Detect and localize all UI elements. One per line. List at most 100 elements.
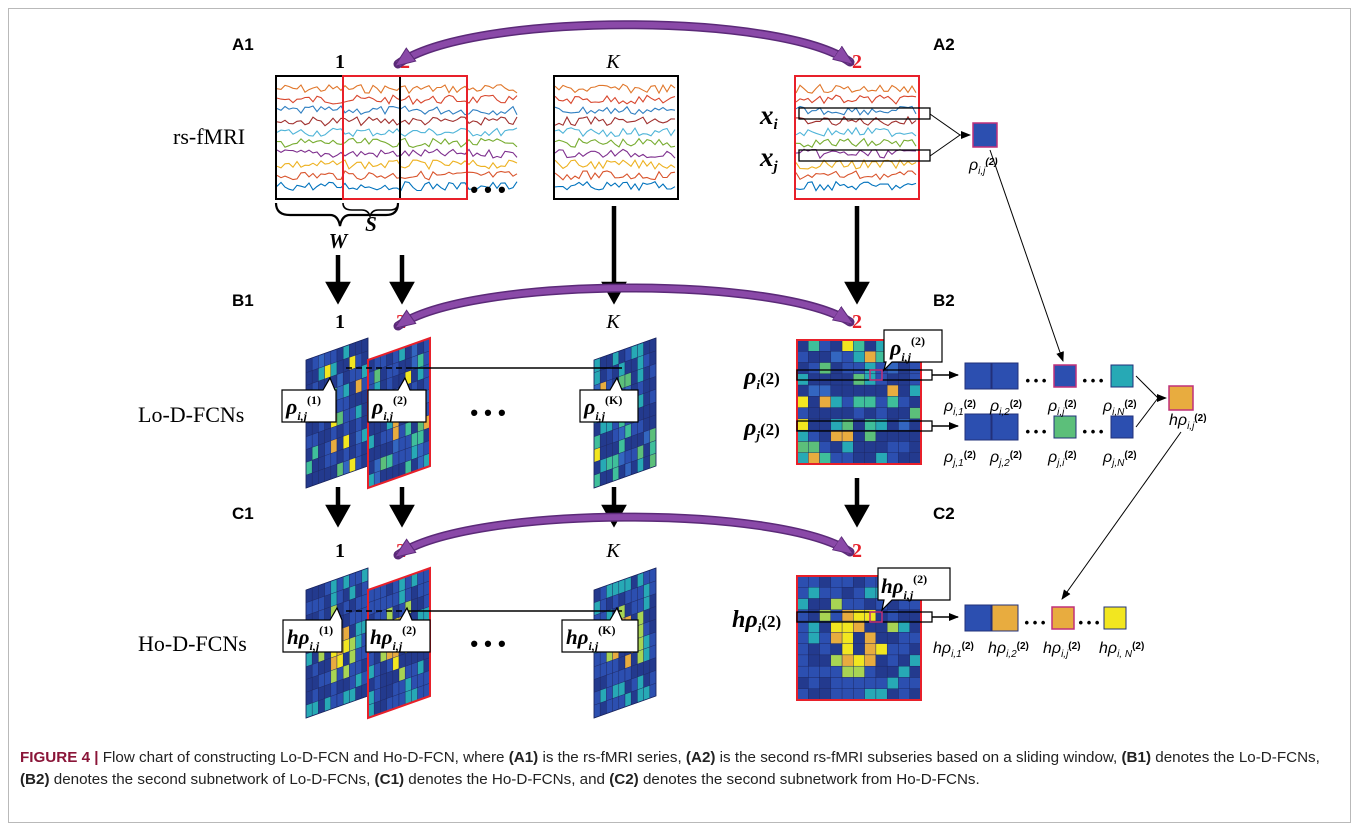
caption-text-6: denotes the Ho-D-FCNs, and — [404, 771, 610, 788]
b2-high-order-cell — [1168, 385, 1194, 411]
c2-selected-cell — [869, 611, 883, 623]
caption-ref-b1: (B1) — [1121, 749, 1152, 766]
c1-ellipsis: • • • — [470, 631, 505, 656]
svg-text:ρi,2(2): ρi,2(2) — [989, 398, 1022, 418]
b2-net-label: 2 — [852, 311, 862, 333]
svg-text:ρi,j(2): ρi,j(2) — [1047, 398, 1077, 418]
c1-net-k-label: K — [605, 540, 621, 562]
svg-text:ρi,1(2): ρi,1(2) — [943, 398, 976, 418]
row-label-rs-fmri: rs-fMRI — [173, 124, 245, 149]
c1-net-1-label: 1 — [335, 540, 345, 562]
c2-vector-labels: hρi,1(2) hρi,2(2) hρi,j(2) hρi, N(2) — [933, 640, 1144, 660]
b2-vector-j-labels: ρj,1(2) ρj,2(2) ρj,i(2) ρj,N(2) — [943, 449, 1137, 469]
brace-w — [274, 202, 400, 227]
row-label-ho-d-fcns: Ho-D-FCNs — [138, 631, 247, 656]
a2-window-label: 2 — [852, 51, 862, 73]
c1-callout-k: hρi,j(K) — [561, 606, 639, 653]
caption-ref-c2: (C2) — [609, 771, 639, 788]
b2-selected-cell — [869, 369, 883, 381]
c2-row-label: hρi(2) — [732, 607, 781, 635]
c2-callout: hρi,j(2) — [877, 567, 951, 612]
b2-merge-line-j — [1135, 397, 1159, 428]
figure-caption: FIGURE 4 | Flow chart of constructing Lo… — [20, 747, 1340, 791]
b2-vector-i-labels: ρi,1(2) ρi,2(2) ρi,j(2) ρi,N(2) — [943, 398, 1137, 418]
window-2-frame — [342, 75, 468, 200]
b1-callout-1: ρi,j(1) — [281, 376, 337, 423]
c1-callout-2: hρi,j(2) — [365, 606, 431, 653]
svg-text:hρi,j(2): hρi,j(2) — [1043, 640, 1081, 660]
figure-frame — [8, 8, 1351, 823]
caption-text-4: denotes the Lo-D-FCNs, — [1151, 749, 1320, 766]
b1-net-1-label: 1 — [335, 311, 345, 333]
panel-label-a2: A2 — [933, 35, 955, 54]
c2-vector-ellipsis-2: • • • — [1079, 615, 1100, 630]
xj-connector — [929, 134, 961, 157]
b2-merge-line-i — [1135, 375, 1159, 399]
c1-callout-1: hρi,j(1) — [282, 606, 343, 653]
rs-fmri-subseries-2 — [795, 83, 917, 192]
row-label-lo-d-fcns: Lo-D-FCNs — [138, 402, 244, 427]
b2-row-i-label: ρi(2) — [743, 364, 780, 392]
panel-label-c2: C2 — [933, 504, 955, 523]
svg-text:hρi,j(2): hρi,j(2) — [881, 572, 927, 602]
panel-label-b1: B1 — [232, 291, 254, 310]
arc-b-fill — [398, 285, 850, 326]
xi-label: xi — [759, 100, 779, 133]
window-1-label: 1 — [335, 51, 345, 73]
arc-c-fill — [398, 514, 850, 555]
window-k-label: K — [605, 51, 621, 73]
svg-text:hρi,1(2): hρi,1(2) — [933, 640, 974, 660]
b2-vector-j — [964, 413, 1134, 441]
arc-b-networks — [393, 283, 855, 331]
arc-c-networks — [393, 512, 855, 560]
caption-text-5: denotes the second subnetwork of Lo-D-FC… — [49, 771, 375, 788]
caption-ref-a1: (A1) — [508, 749, 539, 766]
c2-vector — [964, 604, 1127, 632]
caption-text-7: denotes the second subnetwork from Ho-D-… — [638, 771, 980, 788]
figure-diagram: A1 A2 B1 B2 C1 C2 rs-fMRI Lo-D-FCNs Ho-D… — [138, 20, 1207, 720]
param-s: S — [365, 212, 377, 236]
svg-text:hρi,2(2): hρi,2(2) — [988, 640, 1029, 660]
b2-vector-i — [964, 362, 1134, 390]
b2-callout: ρi,j(2) — [882, 329, 943, 372]
xi-row-box — [798, 107, 931, 120]
b1-ellipsis: • • • — [470, 400, 505, 425]
caption-ref-a2: (A2) — [685, 749, 716, 766]
svg-text:hρi,j(2): hρi,j(2) — [370, 623, 416, 653]
b2-vector-j-ellipsis-2: • • • — [1083, 424, 1104, 439]
svg-text:ρi,j(2): ρi,j(2) — [889, 334, 925, 364]
svg-text:hρi, N(2): hρi, N(2) — [1099, 640, 1144, 660]
xj-label: xj — [759, 142, 779, 175]
caption-figure-number: FIGURE 4 | — [20, 749, 99, 766]
b1-callout-2: ρi,j(2) — [367, 376, 427, 423]
rs-fmri-timeseries — [276, 83, 676, 192]
c2-vector-ellipsis-1: • • • — [1025, 615, 1046, 630]
caption-text-1: Flow chart of constructing Lo-D-FCN and … — [98, 749, 509, 766]
panel-label-b2: B2 — [933, 291, 955, 310]
arrow-a2-to-b2-vector — [989, 149, 1064, 362]
window-1-frame — [275, 75, 401, 200]
svg-text:ρi,N(2): ρi,N(2) — [1102, 398, 1137, 418]
arc-a-windows — [393, 20, 855, 69]
brace-s — [342, 202, 399, 219]
svg-text:ρi,j(1): ρi,j(1) — [285, 393, 321, 423]
window-k-frame — [553, 75, 679, 200]
svg-text:ρi,j(2): ρi,j(2) — [371, 393, 407, 423]
b1-callout-k: ρi,j(K) — [579, 376, 639, 423]
b2-vector-i-ellipsis-2: • • • — [1083, 373, 1104, 388]
param-w: W — [329, 229, 349, 253]
b2-vector-i-ellipsis-1: • • • — [1026, 373, 1047, 388]
a2-correlation-cell — [972, 122, 998, 148]
a2-window-frame — [794, 75, 920, 200]
panel-label-c1: C1 — [232, 504, 254, 523]
caption-ref-b2: (B2) — [20, 771, 50, 788]
xi-connector — [929, 113, 961, 136]
arrow-b2-to-c2-vector — [1061, 431, 1182, 600]
caption-text-2: is the rs-fMRI series, — [538, 749, 686, 766]
b1-net-k-label: K — [605, 311, 621, 333]
svg-text:ρj,N(2): ρj,N(2) — [1102, 449, 1137, 469]
caption-ref-c1: (C1) — [374, 771, 405, 788]
c2-net-label: 2 — [852, 540, 862, 562]
b2-vector-j-ellipsis-1: • • • — [1026, 424, 1047, 439]
caption-text-3: is the second rs-fMRI subseries based on… — [715, 749, 1122, 766]
